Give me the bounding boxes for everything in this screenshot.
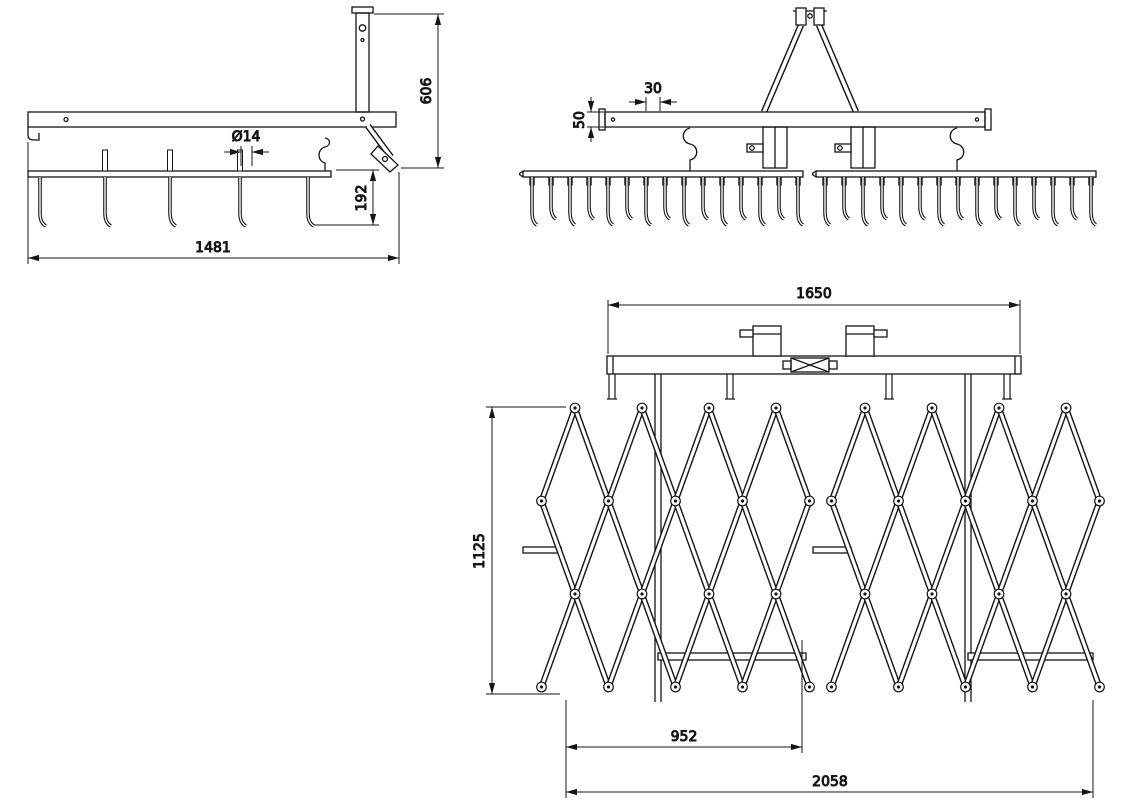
dim-mast-height-label: 606 <box>419 78 435 105</box>
side-brace-hole <box>381 155 389 163</box>
dim-working-depth-label: 1125 <box>472 533 488 569</box>
front-bracket-right-pin <box>834 143 852 153</box>
dim-overall-width-label: 2058 <box>812 774 848 790</box>
side-tine-bar <box>27 170 332 178</box>
plan-drag-bar-right <box>967 652 1094 661</box>
side-mast-bolt <box>359 116 366 122</box>
front-s-hook-left <box>682 127 698 171</box>
dim-beam-height-label: 50 <box>572 111 588 129</box>
plan-bracket-left-pin <box>739 329 754 338</box>
harrow-section-left <box>536 402 815 693</box>
front-bar-curl-left <box>518 170 525 178</box>
plan-bracket-left <box>752 325 782 357</box>
front-tines-right <box>822 176 1098 227</box>
front-tine-bar-left <box>522 170 804 178</box>
dim-frame-width-label: 1650 <box>796 286 832 302</box>
front-bracket-left-pin <box>746 143 764 153</box>
side-mast-pin <box>360 37 365 43</box>
side-beam <box>27 111 397 128</box>
harrow-section-right <box>826 402 1105 693</box>
plan-bracket-right <box>845 325 875 357</box>
dim-tine-offset: 30 <box>629 81 677 111</box>
dim-tine-length: 192 <box>314 169 379 226</box>
dim-mast-height: 606 <box>374 13 444 169</box>
side-mast <box>355 12 370 113</box>
front-bar-curl-right <box>811 170 818 178</box>
plan-bracket-right-pin <box>873 329 888 338</box>
front-view: 30 50 <box>518 7 1098 227</box>
front-beam-bolt-left <box>610 117 616 122</box>
front-beam-right-cap <box>984 108 992 131</box>
dim-hole-diameter-label: Ø14 <box>232 129 261 145</box>
dim-section-span: 952 <box>565 640 803 753</box>
plan-view: 1650 1125 952 2058 <box>472 286 1105 798</box>
front-beam-bolt-right <box>974 117 980 122</box>
dim-hole-diameter: Ø14 <box>224 129 269 166</box>
dim-overall-width: 2058 <box>565 700 1094 798</box>
side-mast-hole <box>358 24 367 32</box>
front-beam <box>604 111 986 128</box>
front-beam-left-cap <box>598 108 606 131</box>
side-view: Ø14 606 192 1481 <box>27 6 444 264</box>
plan-tine-stubs <box>607 374 1012 400</box>
plan-clevis-cross-2 <box>790 357 830 373</box>
dim-section-span-label: 952 <box>671 729 698 745</box>
side-tines <box>38 149 315 228</box>
plan-clevis-pin-left <box>782 360 792 370</box>
plan-clevis-pin-right <box>828 360 838 370</box>
side-beam-hook <box>27 127 40 141</box>
side-s-hook <box>318 137 331 171</box>
dim-tine-length-label: 192 <box>354 185 370 212</box>
dim-tine-offset-label: 30 <box>644 81 662 97</box>
dim-side-overall-width: 1481 <box>27 142 400 264</box>
front-structure <box>518 7 1098 227</box>
front-tines-left <box>529 176 805 227</box>
plan-structure <box>522 325 1105 702</box>
front-s-hook-right <box>949 127 965 171</box>
front-bracket-left-hole <box>749 145 755 151</box>
dim-frame-width: 1650 <box>607 286 1021 354</box>
side-mast-cap <box>351 6 374 14</box>
side-structure <box>27 6 399 228</box>
front-bracket-right-hole <box>837 145 843 151</box>
front-clevis-hole <box>807 13 813 19</box>
side-brace-plate <box>370 145 399 173</box>
front-clevis-left <box>795 7 807 26</box>
dim-working-depth: 1125 <box>472 406 566 695</box>
front-clevis-right <box>813 7 825 26</box>
front-tine-bar-right <box>815 170 1097 178</box>
dim-side-overall-width-label: 1481 <box>195 240 231 256</box>
dim-beam-height: 50 <box>572 97 604 142</box>
side-beam-bolt <box>63 116 69 123</box>
